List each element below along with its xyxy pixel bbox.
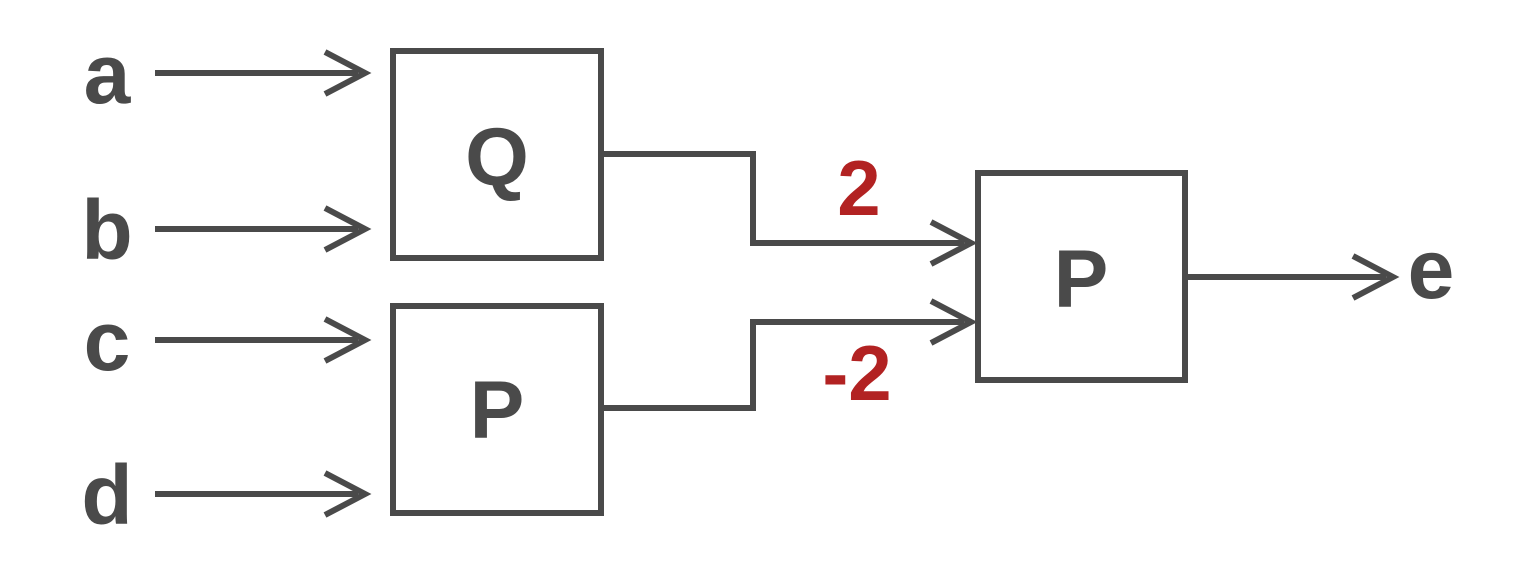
gain-label-minus-2: -2 [822, 329, 891, 417]
output-label-e: e [1408, 222, 1455, 316]
output-arrow-e-head-icon [1351, 253, 1400, 301]
block-p-lower-label: P [470, 365, 525, 456]
input-label-a: a [84, 27, 132, 121]
connector-q-to-p-wire [601, 151, 964, 246]
input-label-b: b [81, 183, 132, 277]
output-row-e: e [1185, 222, 1454, 316]
block-q: Q [390, 48, 604, 261]
gain-label-2: 2 [837, 144, 880, 232]
connector-p-to-p: -2 [601, 298, 978, 417]
input-arrow-b-head-icon [323, 205, 372, 253]
input-label-d: d [81, 448, 132, 542]
block-p-right: P [975, 170, 1188, 383]
connector-p-to-p-head-icon [929, 298, 978, 346]
connector-q-to-p: 2 [601, 144, 978, 267]
connector-q-to-p-head-icon [929, 219, 978, 267]
input-arrow-c-head-icon [323, 316, 372, 364]
connector-p-to-p-wire [601, 319, 964, 411]
input-label-c: c [84, 294, 131, 388]
input-row-c: c [84, 294, 372, 388]
input-row-d: d [81, 448, 372, 542]
block-p-right-label: P [1054, 234, 1109, 325]
input-row-a: a [84, 27, 372, 121]
block-p-lower: P [390, 303, 604, 516]
block-q-label: Q [465, 112, 529, 203]
input-arrow-a-head-icon [323, 49, 372, 97]
input-row-b: b [81, 183, 372, 277]
input-arrow-d-head-icon [323, 470, 372, 518]
